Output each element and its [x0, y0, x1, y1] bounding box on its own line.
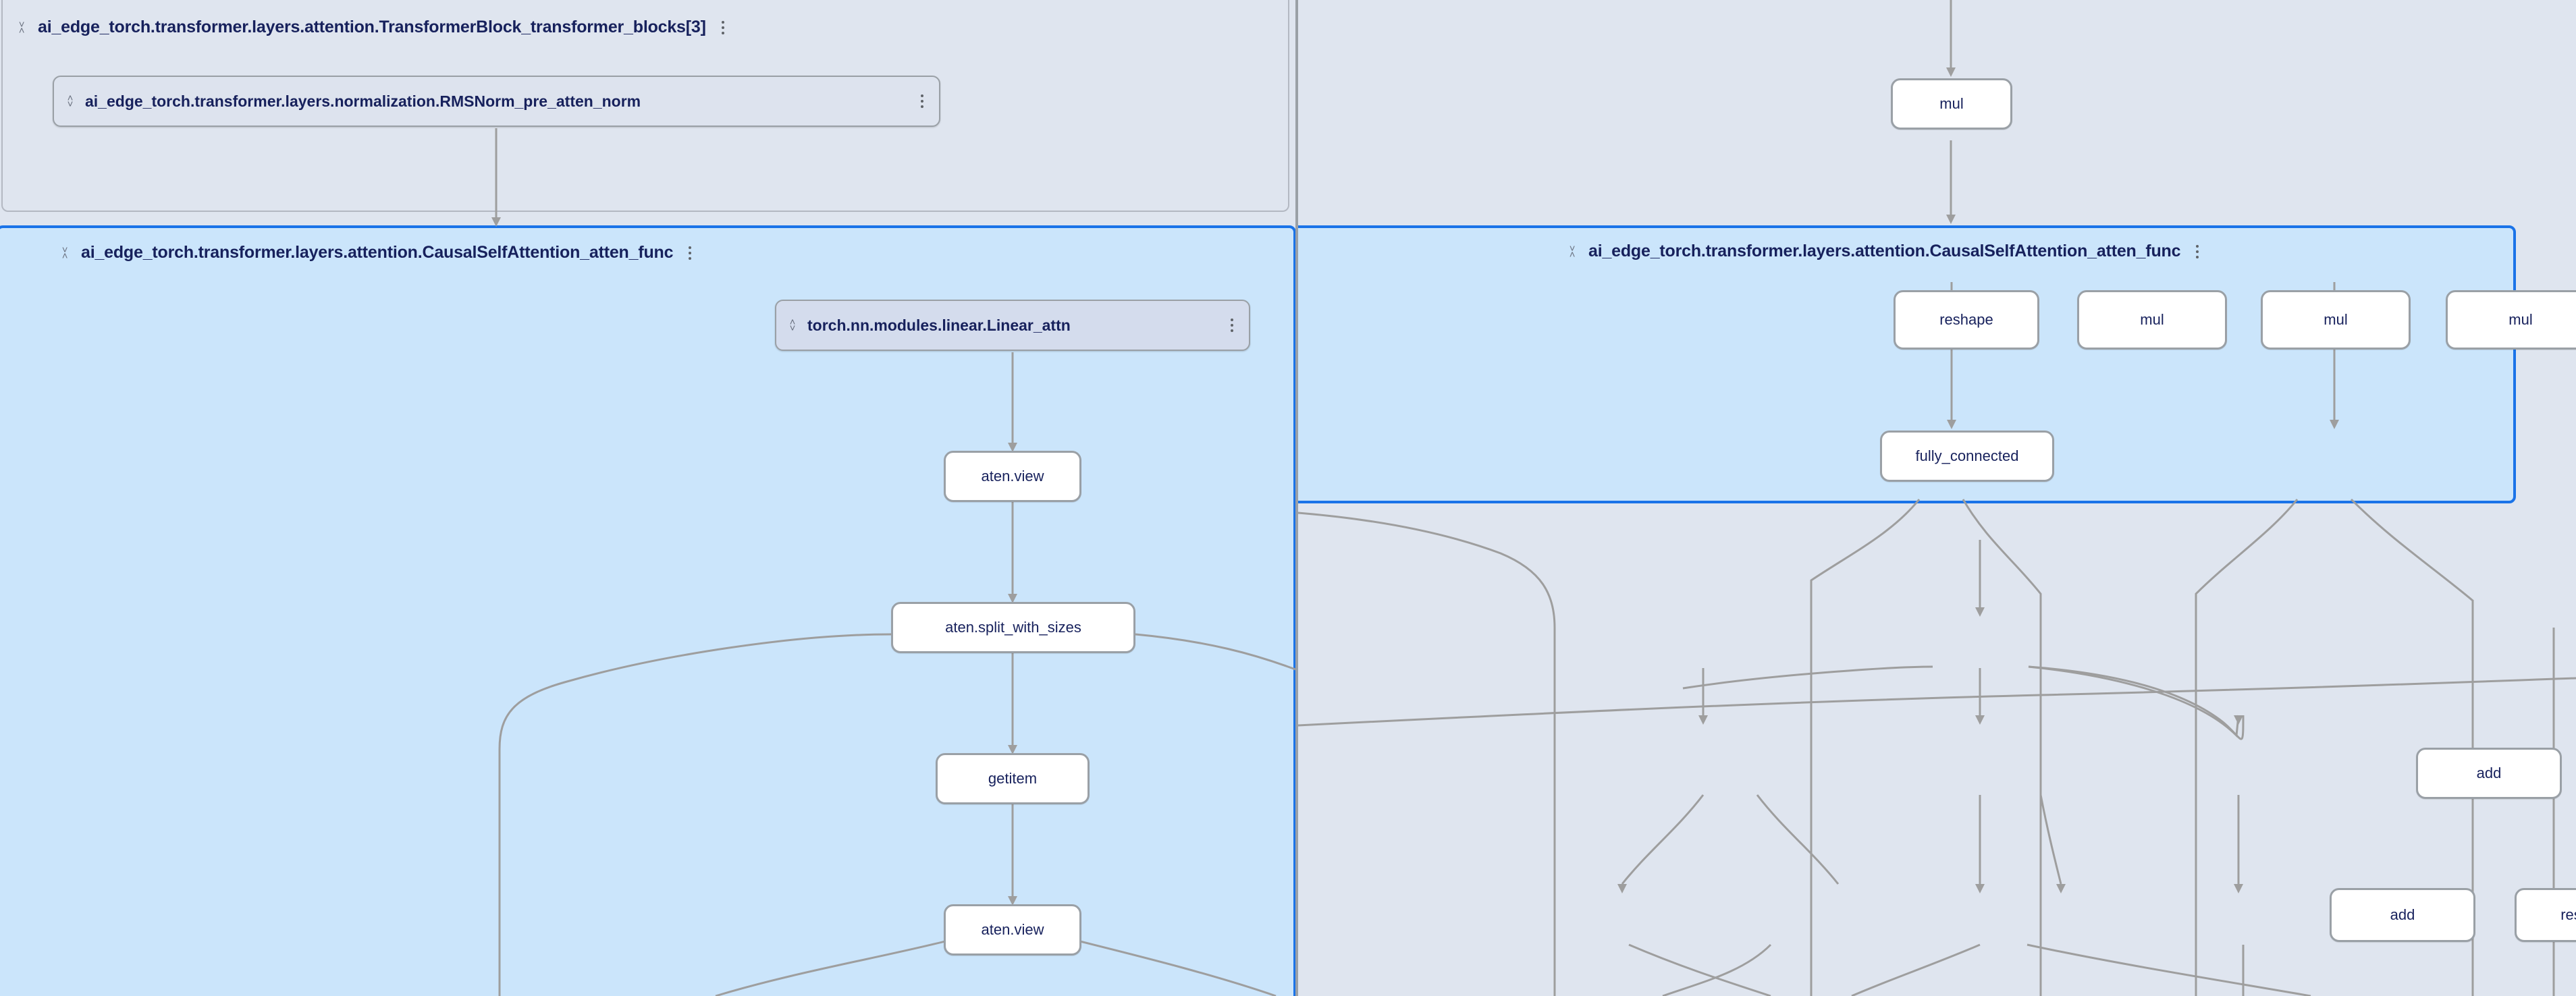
more-options-icon[interactable] [684, 244, 696, 262]
op-node-label: add [2476, 765, 2502, 781]
layer-pill-rmsnorm-pre-atten-norm[interactable]: ˄˅ ai_edge_torch.transformer.layers.norm… [53, 76, 940, 127]
group-causal-self-attention-title: ai_edge_torch.transformer.layers.attenti… [81, 243, 674, 262]
op-node-aten-view-2[interactable]: aten.view [944, 904, 1081, 956]
op-node-label: mul [2324, 311, 2348, 328]
op-node-getitem[interactable]: getitem [936, 753, 1090, 804]
op-node-label: aten.split_with_sizes [945, 619, 1081, 636]
op-node-label: mul [2508, 311, 2533, 328]
left-graph-pane[interactable]: ˅˄ ai_edge_torch.transformer.layers.atte… [0, 0, 1295, 996]
op-node-mul-top[interactable]: mul [1891, 78, 2012, 130]
group-causal-self-attention-right-header[interactable]: ˅˄ ai_edge_torch.transformer.layers.atte… [1567, 242, 2203, 261]
layer-pill-rmsnorm-label: ai_edge_torch.transformer.layers.normali… [85, 92, 641, 110]
op-node-aten-view[interactable]: aten.view [944, 451, 1081, 502]
expand-chevrons-icon[interactable]: ˄˅ [789, 316, 796, 334]
group-causal-self-attention-header[interactable]: ˅˄ ai_edge_torch.transformer.layers.atte… [59, 243, 696, 262]
op-node-label: reshape [2560, 906, 2576, 923]
layer-pill-linear-attn[interactable]: ˄˅ torch.nn.modules.linear.Linear_attn [775, 300, 1250, 351]
op-node-label: aten.view [981, 921, 1044, 938]
expand-chevrons-icon[interactable]: ˄˅ [67, 92, 74, 110]
op-node-label: aten.view [981, 468, 1044, 485]
more-options-icon[interactable] [916, 92, 928, 110]
op-node-reshape-a[interactable]: reshape [1894, 290, 2039, 350]
collapse-chevrons-icon[interactable]: ˅˄ [61, 244, 68, 262]
group-transformer-block-title: ai_edge_torch.transformer.layers.attenti… [38, 18, 706, 36]
collapse-chevrons-icon[interactable]: ˅˄ [18, 18, 25, 36]
op-node-label: mul [1939, 95, 1964, 112]
op-node-add-1[interactable]: add [2416, 748, 2562, 799]
op-node-mul-1[interactable]: mul [2077, 290, 2227, 350]
op-node-add-2[interactable]: add [2330, 888, 2475, 942]
more-options-icon[interactable] [1226, 316, 1238, 334]
op-node-label: fully_connected [1915, 447, 2019, 464]
op-node-mul-3[interactable]: mul [2446, 290, 2576, 350]
right-graph-pane[interactable]: mul ˅˄ ai_edge_torch.transformer.layers.… [1298, 0, 2576, 996]
panel-divider[interactable] [1295, 0, 1298, 996]
more-options-icon[interactable] [2191, 243, 2203, 260]
op-node-fully-connected-left[interactable]: fully_connected [1880, 431, 2054, 482]
group-causal-self-attention-right-title: ai_edge_torch.transformer.layers.attenti… [1588, 242, 2181, 260]
op-node-label: mul [2140, 311, 2164, 328]
layer-pill-linear-attn-label: torch.nn.modules.linear.Linear_attn [807, 316, 1071, 334]
op-node-label: reshape [1939, 311, 1993, 328]
op-node-aten-split-with-sizes[interactable]: aten.split_with_sizes [891, 602, 1135, 653]
collapse-chevrons-icon[interactable]: ˅˄ [1569, 242, 1576, 260]
group-transformer-block-header[interactable]: ˅˄ ai_edge_torch.transformer.layers.atte… [16, 18, 729, 37]
op-node-label: add [2390, 906, 2415, 923]
op-node-mul-2[interactable]: mul [2261, 290, 2411, 350]
op-node-reshape-d[interactable]: reshape [2515, 888, 2576, 942]
op-node-label: getitem [988, 770, 1038, 787]
more-options-icon[interactable] [717, 19, 729, 36]
